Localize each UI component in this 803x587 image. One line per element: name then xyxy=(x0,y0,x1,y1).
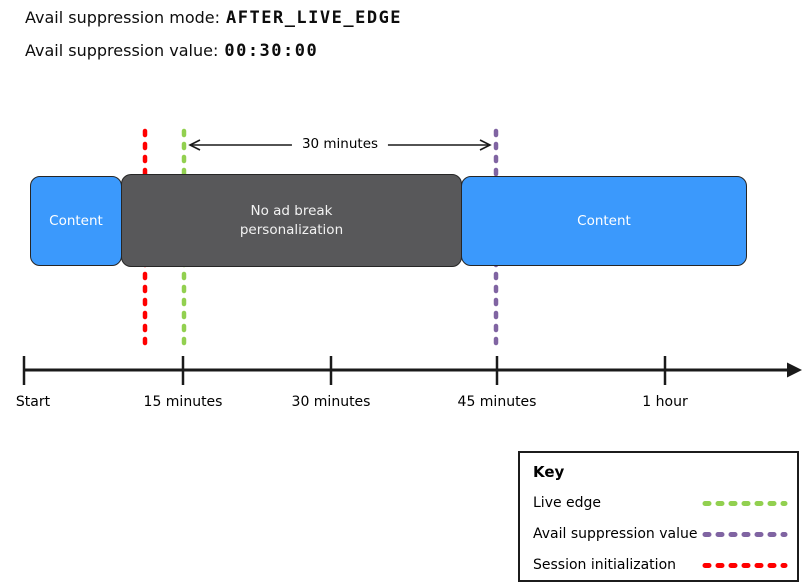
content-box-right: Content xyxy=(461,176,747,266)
content-box-right-label: Content xyxy=(577,212,631,229)
value-header-line: Avail suppression value: 00:30:00 xyxy=(25,41,318,61)
no-ad-break-box: No ad break personalization xyxy=(121,174,462,267)
tick-label-1-hour: 1 hour xyxy=(642,394,688,410)
mode-label: Avail suppression mode: xyxy=(25,8,221,27)
axis-arrowhead-icon xyxy=(787,362,802,378)
duration-arrow-left-head-icon xyxy=(188,139,201,151)
tick-label-start: Start xyxy=(15,394,51,410)
timeline-axis xyxy=(22,356,788,385)
no-ad-break-label-line1: No ad break xyxy=(250,202,333,219)
legend-label-session-initialization: Session initialization xyxy=(533,557,677,573)
tick-label-45-minutes: 45 minutes xyxy=(457,394,537,410)
value-value: 00:30:00 xyxy=(224,41,319,61)
tick-label-15-minutes: 15 minutes xyxy=(143,394,223,410)
legend-label-live-edge: Live edge xyxy=(533,495,602,511)
content-box-left-label: Content xyxy=(49,212,103,229)
no-ad-break-label-line2: personalization xyxy=(239,221,344,238)
legend-box: Key Live edge Avail suppression value Se… xyxy=(518,451,799,582)
avail-suppression-swatch-icon xyxy=(702,532,788,537)
mode-value: AFTER_LIVE_EDGE xyxy=(226,8,403,28)
value-label: Avail suppression value: xyxy=(25,41,219,60)
tick-label-30-minutes: 30 minutes xyxy=(291,394,371,410)
live-edge-swatch-icon xyxy=(702,501,788,506)
session-initialization-swatch-icon xyxy=(702,563,788,568)
duration-label: 30 minutes xyxy=(291,135,389,154)
legend-title: Key xyxy=(533,463,565,481)
legend-label-avail-suppression: Avail suppression value xyxy=(533,526,698,542)
content-box-left: Content xyxy=(30,176,122,266)
mode-header-line: Avail suppression mode: AFTER_LIVE_EDGE xyxy=(25,8,402,28)
duration-arrow-right-head-icon xyxy=(479,139,492,151)
